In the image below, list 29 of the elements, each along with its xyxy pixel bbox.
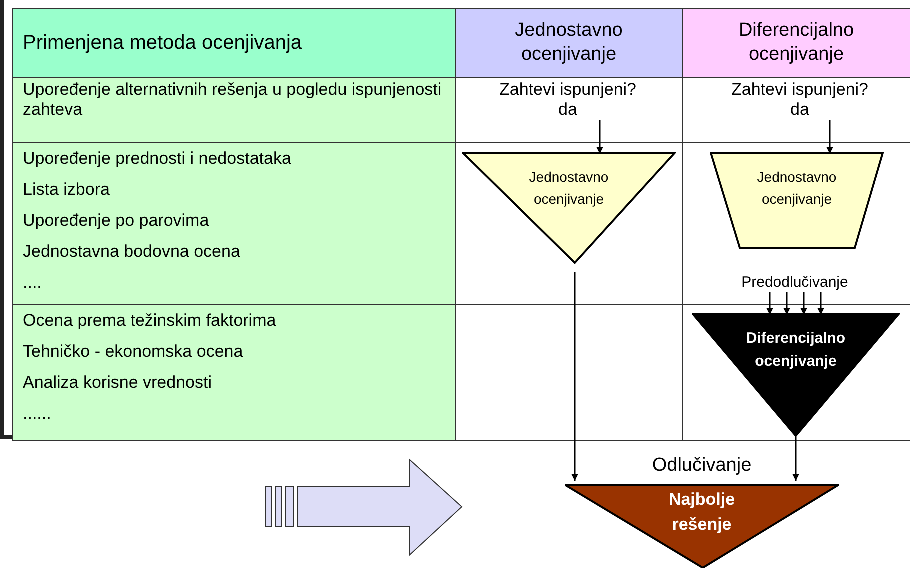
method-name: Lista izbora xyxy=(23,179,111,201)
arrow xyxy=(792,436,800,481)
arrow xyxy=(766,292,774,315)
method-name: Jednostavna bodovna ocena xyxy=(23,241,242,263)
arrow xyxy=(572,272,578,481)
method-name: Upoređenje prednosti i nedostataka xyxy=(23,148,292,170)
column-header: Primenjena metoda ocenjivanja xyxy=(12,8,456,78)
arrow xyxy=(596,120,604,154)
text-label: Predodlučivanje xyxy=(740,273,850,293)
column-header: Jednostavno ocenjivanje xyxy=(455,8,683,78)
shape-label: Jednostavno ocenjivanje xyxy=(528,168,610,209)
method-name: ...... xyxy=(23,403,52,425)
shape-label: Diferencijalno ocenjivanje xyxy=(745,329,847,372)
method-name: Analiza korisne vrednosti xyxy=(23,372,213,394)
method-name: Upoređenje po parovima xyxy=(23,210,210,232)
arrow xyxy=(784,292,790,315)
method-name: Upoređenje alternativnih rešenja u pogledu ispunjenosti zahteva xyxy=(23,80,443,120)
shape-label: Najbolje rešenje xyxy=(668,489,736,536)
arrow xyxy=(818,292,824,315)
method-name: .... xyxy=(23,272,43,294)
arrow xyxy=(800,292,808,315)
text-label: Zahtevi ispunjeni? da xyxy=(730,80,870,120)
method-name: Ocena prema težinskim faktorima xyxy=(23,310,278,332)
shape-label: Jednostavno ocenjivanje xyxy=(756,168,838,209)
column-header: Diferencijalno ocenjivanje xyxy=(682,8,910,78)
text-label: Zahtevi ispunjeni? da xyxy=(498,80,638,120)
arrow xyxy=(826,120,834,154)
stage-heading: Odlučivanje xyxy=(651,455,753,478)
method-name: Tehničko - ekonomska ocena xyxy=(23,341,244,363)
